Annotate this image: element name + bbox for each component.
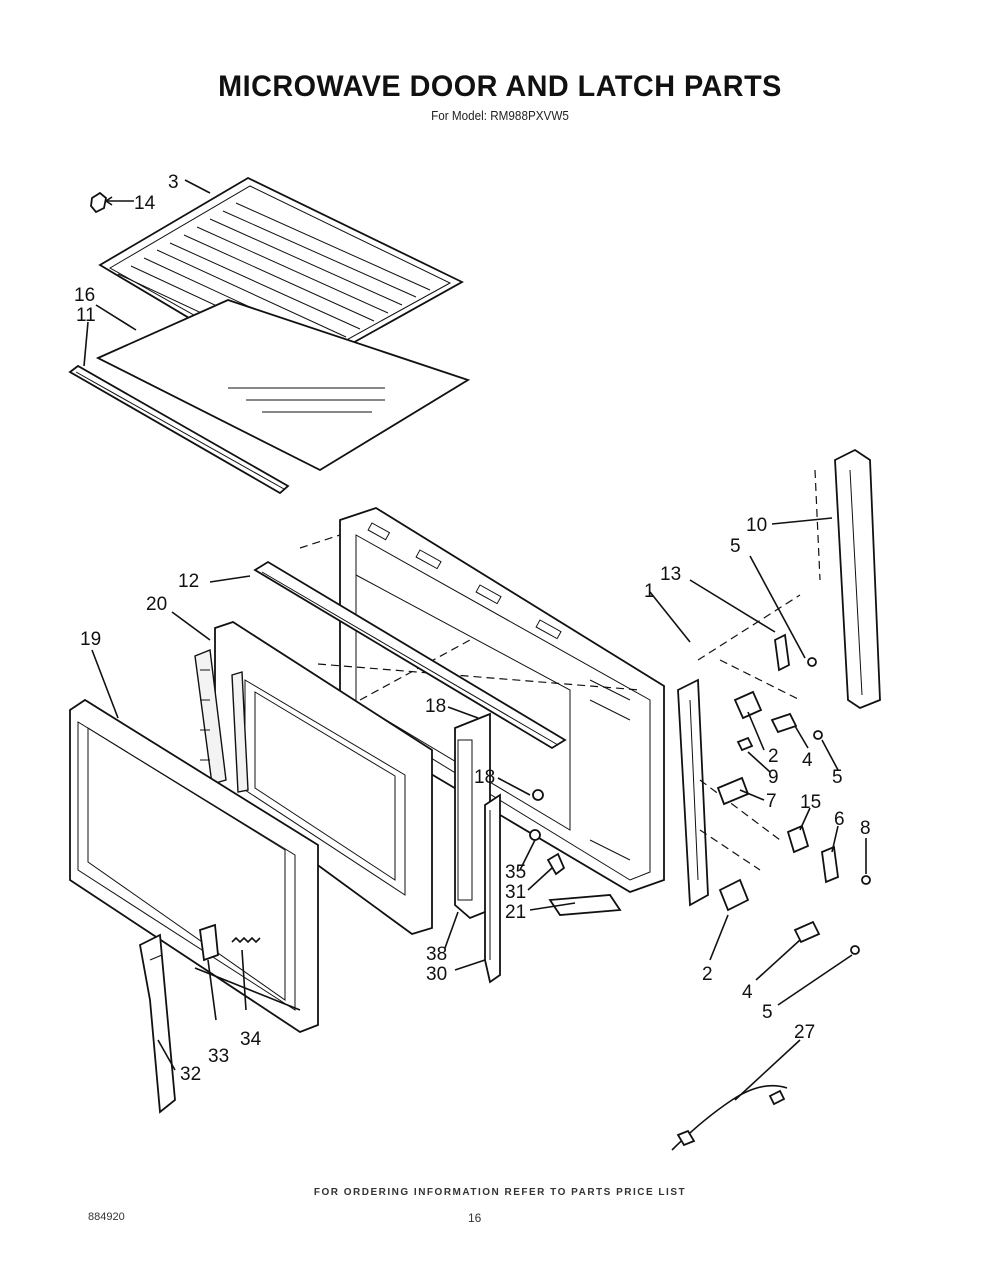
callout-numbers: 14 3 16 11 12 20 19 18 18 35 31 21 38 30… (74, 172, 871, 1085)
callout-20: 20 (146, 594, 167, 615)
callout-16: 16 (74, 285, 95, 306)
callout-31: 31 (505, 882, 526, 903)
latch-arm-part-32 (138, 933, 176, 1114)
callout-13: 13 (660, 564, 681, 585)
callout-3: 3 (168, 172, 179, 193)
callout-5-lower: 5 (762, 1002, 773, 1023)
latch-assembly-parts (454, 712, 622, 984)
callout-21: 21 (505, 902, 526, 923)
callout-7: 7 (766, 791, 777, 812)
callout-38: 38 (426, 944, 447, 965)
callout-34: 34 (240, 1029, 262, 1050)
hardware-parts (716, 633, 871, 955)
ordering-footer-note: FOR ORDERING INFORMATION REFER TO PARTS … (313, 1187, 687, 1198)
callout-35: 35 (505, 862, 526, 883)
callout-10: 10 (746, 515, 767, 536)
wire-harness-part-27 (671, 1084, 788, 1151)
diagram-title: MICROWAVE DOOR AND LATCH PARTS (218, 70, 782, 103)
callout-5-middle: 5 (832, 767, 843, 788)
callout-2-upper: 2 (768, 746, 779, 767)
glass-panel (95, 299, 471, 472)
callout-18-upper: 18 (425, 696, 446, 717)
callout-15: 15 (800, 792, 821, 813)
callout-2-lower: 2 (702, 964, 713, 985)
shelf-rack (98, 176, 464, 380)
callout-11: 11 (76, 305, 96, 326)
callout-12: 12 (178, 571, 199, 592)
spring-part-34 (231, 936, 261, 944)
outer-door-frame-part-19 (69, 698, 319, 1034)
latch-frame-part-1 (677, 594, 801, 907)
callout-33: 33 (208, 1046, 229, 1067)
callout-9: 9 (768, 767, 779, 788)
callout-30: 30 (426, 964, 447, 985)
leader-lines (91, 179, 867, 1101)
callout-4-lower: 4 (742, 982, 753, 1003)
callout-5-upper: 5 (730, 536, 741, 557)
model-subtitle: For Model: RM988PXVW5 (431, 108, 569, 123)
callout-27: 27 (794, 1022, 815, 1043)
latch-part-33 (199, 923, 219, 962)
clip-part-14 (90, 191, 134, 214)
callout-8: 8 (860, 818, 871, 839)
callout-6: 6 (834, 809, 845, 830)
page-number: 16 (468, 1211, 482, 1225)
bottom-trim-strip (68, 364, 290, 495)
callout-32: 32 (180, 1064, 201, 1085)
hinge-part-10 (814, 448, 881, 710)
callout-4-upper: 4 (802, 750, 813, 771)
callout-18-lower: 18 (474, 767, 495, 788)
choke-bar-part-12 (253, 560, 567, 750)
document-number: 884920 (88, 1211, 125, 1223)
callout-19: 19 (80, 629, 101, 650)
callout-14: 14 (134, 193, 156, 214)
callout-1: 1 (644, 581, 655, 602)
